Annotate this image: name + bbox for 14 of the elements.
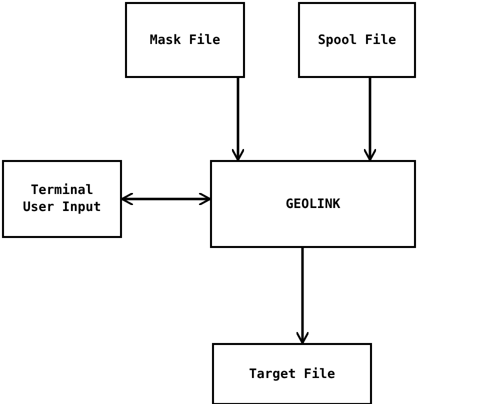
box-label: Mask File — [148, 32, 222, 48]
box-label: GEOLINK — [284, 196, 342, 212]
box-label: Target File — [248, 366, 336, 382]
arrow — [121, 192, 211, 206]
process-box — [2, 160, 122, 238]
box-label: Spool File — [316, 32, 398, 48]
arrow — [296, 248, 310, 344]
box-label: Terminal User Input — [22, 182, 102, 216]
arrow — [231, 78, 245, 161]
process-box — [298, 2, 416, 78]
process-box — [125, 2, 245, 78]
process-box — [212, 343, 372, 404]
process-box — [210, 160, 416, 248]
arrow — [363, 78, 377, 161]
